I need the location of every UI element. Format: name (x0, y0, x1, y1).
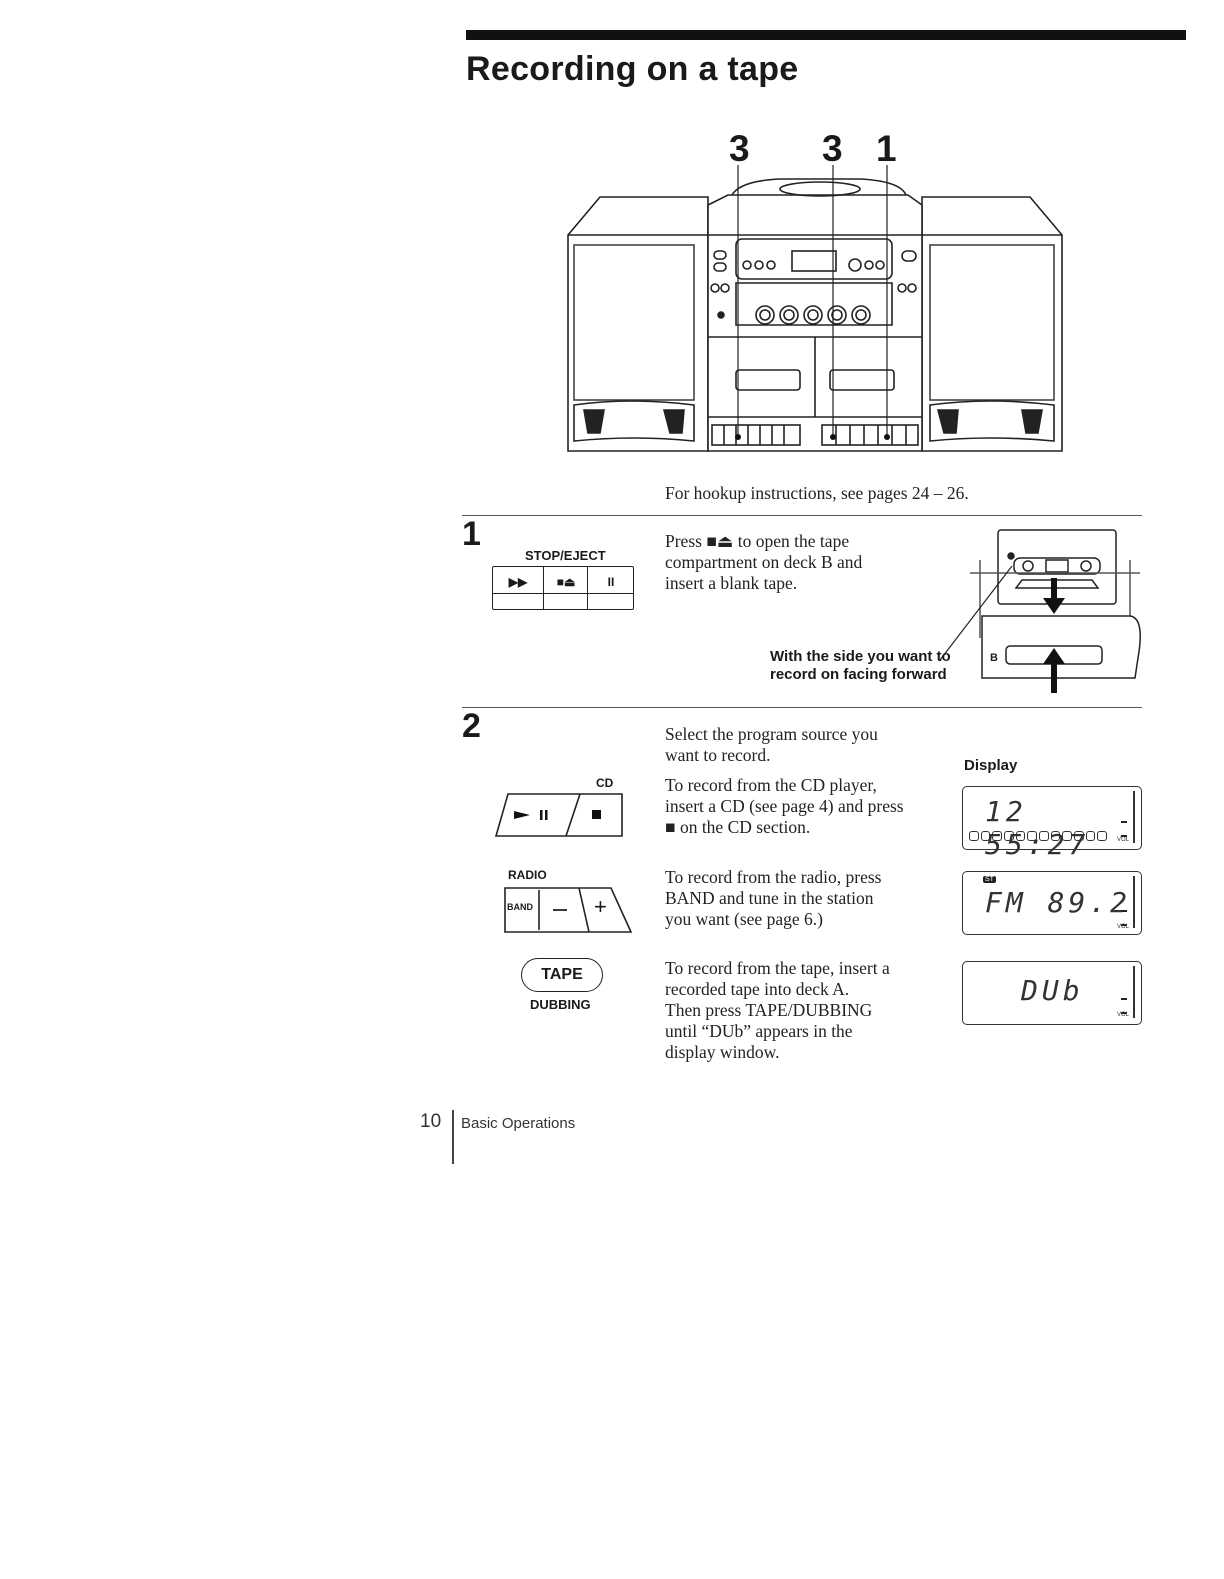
section-divider (462, 707, 1142, 708)
cd-text-line: insert a CD (see page 4) and press (665, 796, 904, 816)
stop-eject-button[interactable]: ■⏏ (545, 567, 588, 609)
step1-text-line: insert a blank tape. (665, 573, 798, 593)
step-number: 1 (462, 515, 481, 553)
radio-label: RADIO (508, 868, 547, 882)
callout-number: 3 (822, 128, 843, 169)
orientation-note: record on facing forward (770, 666, 947, 683)
cd-display: 12 55:27 VOL (962, 786, 1142, 861)
vol-label: VOL (1117, 837, 1130, 843)
step1-text-line: compartment on deck B and (665, 552, 863, 572)
section-divider (462, 515, 1142, 516)
fast-forward-button[interactable]: ▶▶ (493, 567, 544, 609)
radio-text-line: you want (see page 6.) (665, 909, 823, 929)
step1-text-line: Press ■⏏ to open the tape (665, 531, 850, 551)
step2-intro-line: Select the program source you (665, 724, 878, 744)
callout-number: 3 (729, 128, 750, 169)
cd-stop-button[interactable] (580, 806, 616, 826)
volume-scale (1133, 791, 1135, 843)
band-button[interactable]: BAND (507, 902, 533, 912)
tape-text-line: display window. (665, 1042, 780, 1062)
volume-scale (1133, 966, 1135, 1018)
radio-text-line: To record from the radio, press (665, 867, 882, 887)
tape-display: DUb VOL (962, 961, 1142, 1025)
pause-button[interactable]: II (607, 575, 615, 589)
display-heading: Display (964, 757, 1018, 774)
tape-dubbing-button[interactable]: TAPE (521, 958, 603, 992)
transport-button-group: ▶▶ ■⏏ II (492, 566, 634, 610)
radio-display-readout: FM 89.2 (985, 886, 1132, 919)
volume-bars-icon (1121, 998, 1127, 1014)
hookup-note: For hookup instructions, see pages 24 – … (665, 483, 969, 503)
cd-text-line: ■ on the CD section. (665, 817, 811, 837)
volume-scale (1133, 876, 1135, 928)
radio-text-line: BAND and tune in the station (665, 888, 874, 908)
step-number: 2 (462, 707, 481, 745)
orientation-note: With the side you want to (770, 648, 951, 665)
stop-eject-label: STOP/EJECT (525, 548, 606, 563)
radio-display: ST FM 89.2 VOL (962, 871, 1142, 935)
radio-buttons (504, 887, 633, 933)
tape-display-readout: DUb (1021, 974, 1084, 1007)
callout-number: 1 (876, 128, 897, 169)
tape-text-line: To record from the tape, insert a (665, 958, 890, 978)
tape-text-line: recorded tape into deck A. (665, 979, 850, 999)
tape-text-line: Then press TAPE/DUBBING (665, 1000, 873, 1020)
button-divider (493, 593, 633, 594)
vol-label: VOL (1117, 924, 1130, 930)
cd-text-line: To record from the CD player, (665, 775, 877, 795)
vol-label: VOL (1117, 1012, 1130, 1018)
header-rule (466, 30, 1186, 40)
volume-bars-icon (1121, 910, 1127, 926)
cd-label: CD (596, 776, 614, 790)
tape-text-line: until “DUb” appears in the (665, 1021, 853, 1041)
track-calendar (969, 831, 1108, 841)
cd-buttons (494, 793, 623, 837)
cd-display-readout: 12 55:27 (985, 795, 1090, 861)
section-name: Basic Operations (461, 1115, 576, 1132)
deck-b-label: B (990, 652, 998, 664)
stereo-illustration (567, 165, 1063, 452)
stereo-badge: ST (983, 876, 996, 883)
dubbing-label: DUBBING (530, 997, 591, 1012)
page-title: Recording on a tape (466, 50, 799, 88)
tune-plus-button[interactable]: + (594, 894, 607, 919)
step2-intro-line: want to record. (665, 745, 771, 765)
footer-divider (452, 1110, 454, 1164)
page-number: 10 (420, 1111, 442, 1132)
cd-play-pause-button[interactable] (510, 806, 560, 826)
volume-bars-icon (1121, 821, 1127, 837)
cassette-insertion-illustration: B (940, 529, 1141, 693)
tune-minus-button[interactable] (541, 892, 577, 928)
